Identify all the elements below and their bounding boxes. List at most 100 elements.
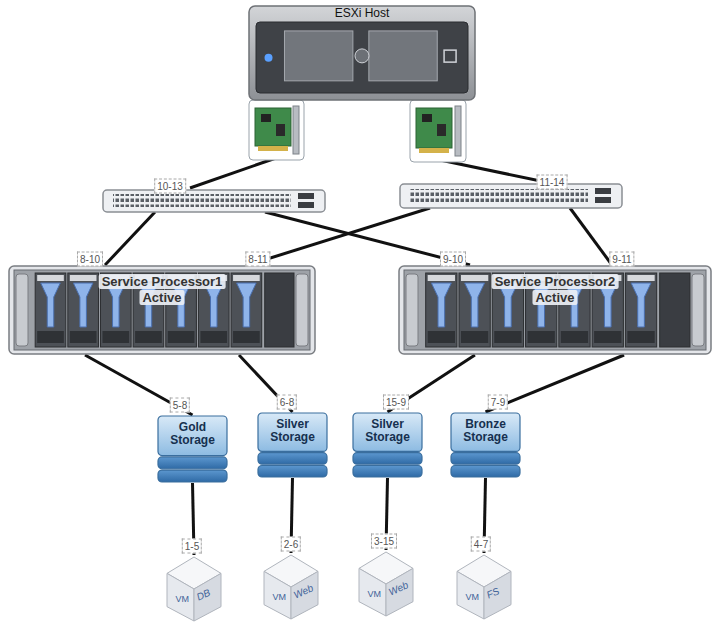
chassis-front — [404, 270, 706, 350]
drive-handle — [498, 283, 518, 327]
network-switch — [595, 188, 611, 194]
drive-cap — [233, 275, 260, 281]
network-switch — [400, 184, 622, 208]
port-number: 1-5 — [182, 539, 202, 554]
network-card — [455, 106, 461, 156]
network-switch — [103, 190, 325, 212]
drive-vent — [70, 331, 97, 343]
drive-handle — [73, 283, 93, 327]
virtual-machine: VMWeb — [357, 550, 415, 618]
reset-button — [444, 50, 456, 62]
vm-tag: VM — [465, 592, 479, 602]
drive-vent — [37, 331, 64, 343]
virtual-machine: VMFS — [455, 553, 513, 621]
drive-vent — [528, 331, 555, 343]
processor-name: Service Processor1 — [99, 274, 226, 289]
storage-name: Silver Storage — [261, 418, 324, 445]
storage-segment — [451, 413, 520, 451]
port-number: 4-7 — [471, 537, 491, 552]
drive-vent — [233, 331, 260, 343]
drive-cap — [37, 275, 64, 281]
drive-vent — [461, 331, 488, 343]
network-card — [261, 114, 271, 122]
drive-vent — [594, 331, 621, 343]
drive-cap — [428, 275, 455, 281]
drive-vent — [428, 331, 455, 343]
network-switch — [595, 197, 611, 203]
port-number: 8-10 — [77, 252, 103, 267]
drive-vent — [561, 331, 588, 343]
storage-name: Bronze Storage — [454, 418, 517, 445]
drive-vent — [627, 331, 654, 343]
chassis — [9, 266, 315, 354]
network-card — [410, 100, 466, 162]
cube-face — [484, 571, 511, 619]
port-number: 15-9 — [383, 395, 409, 410]
storage-segment — [158, 416, 227, 456]
network-card — [255, 108, 291, 146]
drive-bay — [231, 273, 262, 347]
storage-processor: Service Processor2Active — [398, 265, 712, 355]
drive-bay — [625, 273, 656, 347]
cube-face — [457, 571, 484, 619]
virtual-machine: VMDB — [165, 555, 223, 623]
network-switch — [298, 193, 314, 199]
power-led — [265, 54, 273, 62]
port-number: 9-11 — [609, 252, 634, 267]
storage-name: Silver Storage — [356, 418, 419, 445]
link-line — [486, 355, 625, 412]
server-host: ESXi Host — [248, 5, 476, 101]
power-button — [355, 49, 369, 63]
drive-handle — [631, 283, 651, 327]
storage-segment — [258, 453, 327, 465]
network-switch — [410, 189, 588, 202]
drive-handle — [237, 283, 257, 327]
host-title: ESXi Host — [335, 6, 390, 20]
network-wire — [190, 158, 276, 188]
port-number: 5-8 — [170, 398, 190, 413]
drive-cap — [70, 275, 97, 281]
port-number: 7-9 — [488, 395, 508, 410]
drive-vent — [135, 331, 162, 343]
processor-name: Service Processor2 — [492, 274, 619, 289]
storage-pool: Silver Storage — [257, 412, 328, 478]
port-number: 9-10 — [440, 252, 466, 267]
chassis-front — [14, 270, 310, 350]
storage-segment — [158, 470, 227, 482]
cube-face — [386, 568, 413, 616]
port-number: 10-13 — [154, 179, 186, 194]
cube-face — [264, 571, 291, 619]
vm-tag: VM — [175, 594, 189, 604]
port-number: 6-8 — [277, 395, 297, 410]
network-card — [249, 100, 304, 160]
network-card — [258, 146, 288, 151]
network-card — [293, 106, 299, 154]
storage-segment — [258, 465, 327, 477]
cube-face — [359, 568, 386, 616]
port-number: 3-15 — [371, 534, 397, 549]
cube-face — [167, 573, 194, 621]
virtual-machine-shape — [165, 555, 223, 623]
network-switch — [113, 194, 291, 207]
port-number: 2-6 — [281, 537, 301, 552]
drive-bay — [35, 273, 66, 347]
server-front — [256, 22, 468, 93]
blank-panel — [660, 273, 690, 347]
drive-handle — [204, 283, 224, 327]
drive-vent — [200, 331, 227, 343]
chassis — [399, 266, 711, 354]
processor-status: Active — [532, 290, 577, 305]
rack-ear — [296, 274, 308, 346]
cube-face — [194, 573, 221, 621]
rack-ear — [16, 274, 28, 346]
drive-bay — [369, 31, 437, 81]
virtual-machine-shape — [455, 553, 513, 621]
processor-status: Active — [139, 290, 184, 305]
drive-bay — [459, 273, 490, 347]
network-card — [416, 108, 452, 148]
network-card — [422, 114, 432, 122]
port-number: 8-11 — [245, 252, 270, 267]
rack-ear — [692, 274, 704, 346]
